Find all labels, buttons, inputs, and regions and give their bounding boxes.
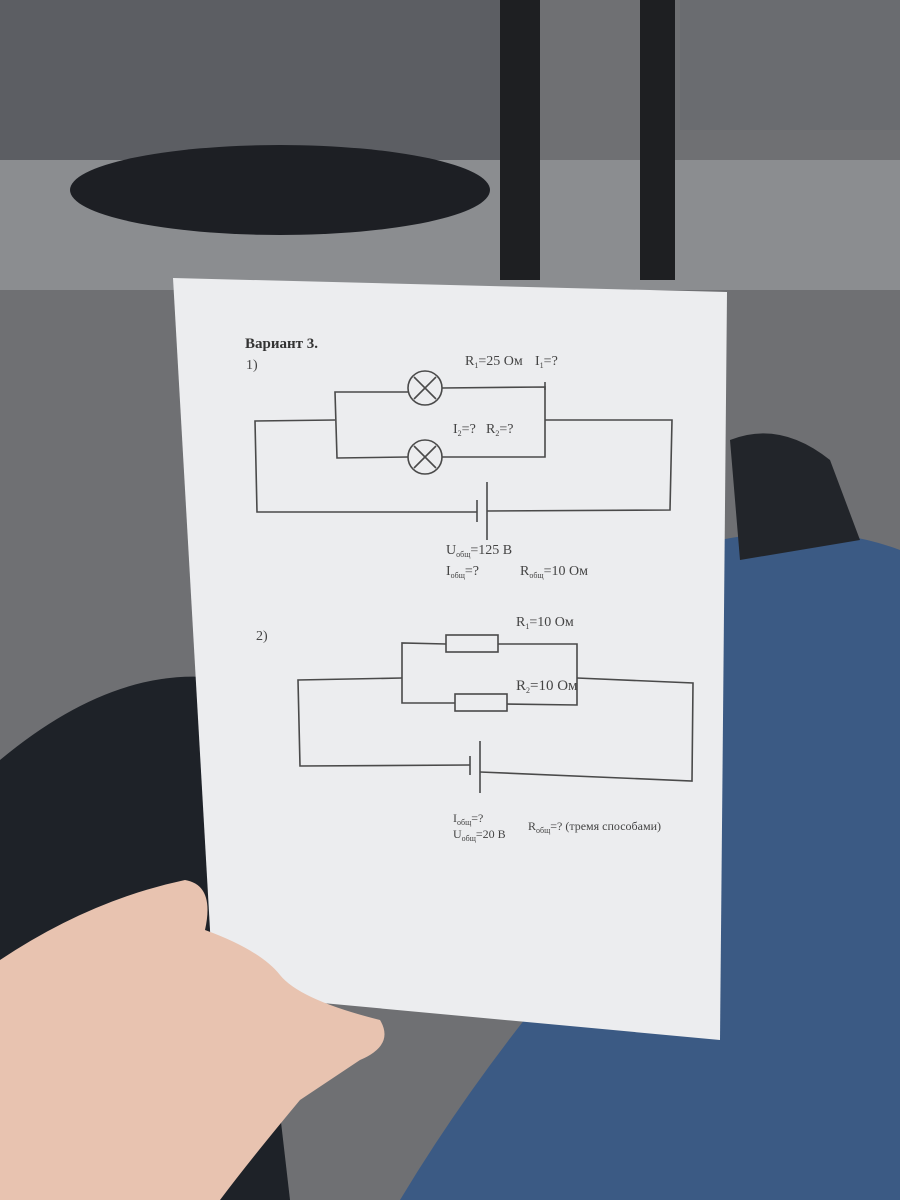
lamp-2-icon — [407, 439, 443, 475]
resistor-2-icon — [454, 693, 508, 712]
p1-r2-label: R2=? — [486, 422, 513, 438]
resistor-1-icon — [445, 634, 499, 653]
worksheet-paper — [173, 278, 727, 1040]
chair-leg — [500, 0, 540, 280]
p2-i-total: Iобщ=? — [453, 811, 483, 827]
lamp-1-icon — [407, 370, 443, 406]
circuit-1 — [254, 370, 673, 540]
p1-i1-label: I1=? — [535, 354, 558, 370]
p1-u-total: Uобщ=125 В — [446, 543, 512, 559]
problem1-number: 1) — [246, 358, 258, 373]
p2-r2-label: R2=10 Ом — [516, 678, 578, 695]
p2-r1-label: R1=10 Ом — [516, 615, 574, 631]
problem2-number: 2) — [256, 629, 268, 644]
circuit-2 — [297, 634, 694, 793]
chair-leg-2 — [640, 0, 675, 280]
p1-i-total: Iобщ=? — [446, 564, 479, 580]
chair-back — [0, 0, 520, 160]
battery-1-icon — [476, 482, 488, 540]
chair-back-right — [680, 0, 900, 130]
battery-2-icon — [469, 741, 481, 793]
jeans-right — [400, 532, 900, 1200]
hand — [0, 880, 385, 1200]
p2-r-total: Rобщ=? (тремя способами) — [528, 819, 661, 835]
p1-i2-label: I2=? — [453, 422, 476, 438]
p1-r-total: Rобщ=10 Ом — [520, 564, 588, 580]
shoe — [730, 433, 860, 560]
p2-u-total: Uобщ=20 В — [453, 827, 506, 843]
p1-r1-label: R1=25 Ом — [465, 354, 523, 370]
variant-title: Вариант 3. — [245, 336, 318, 352]
dark-bag — [70, 145, 490, 235]
